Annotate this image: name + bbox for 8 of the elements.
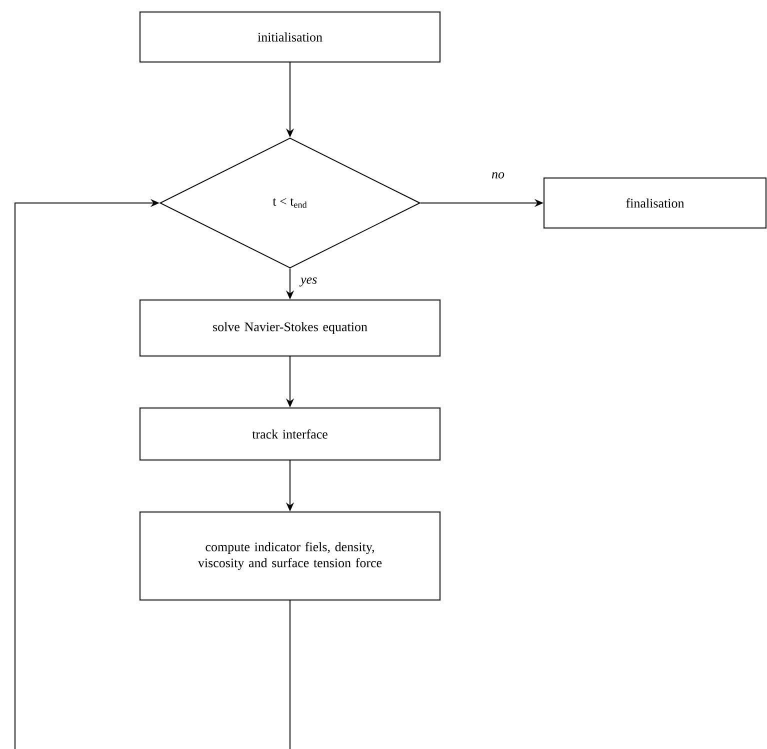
arrow (14, 198, 290, 749)
process-box: solve Navier-Stokes equation (140, 300, 440, 356)
edge-label: yes (299, 278, 317, 286)
process-box: finalisation (544, 178, 767, 228)
process-box: track interface (140, 408, 440, 460)
process-box: compute indicator fiels, density, viscosity and surface tension force (140, 512, 440, 600)
edge-label: no (492, 172, 504, 178)
process-box: initialisation (140, 12, 440, 62)
